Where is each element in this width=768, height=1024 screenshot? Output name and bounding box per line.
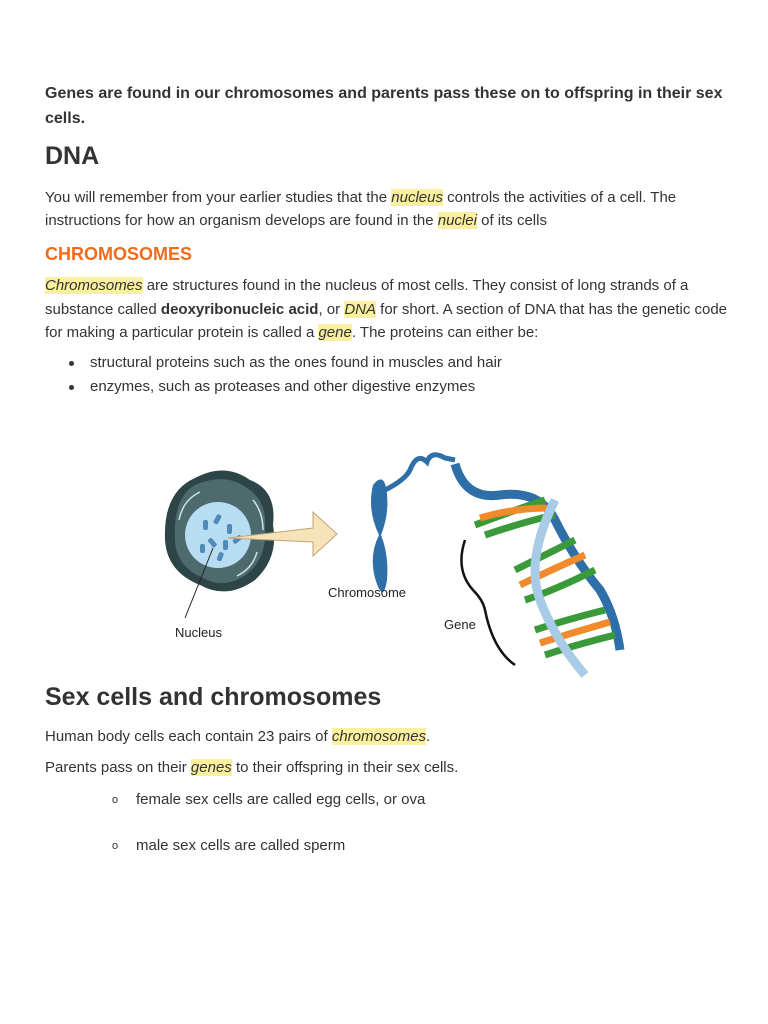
bold-term: deoxyribonucleic acid (160, 300, 319, 318)
list-item-text: enzymes, such as proteases and other dig… (90, 378, 476, 395)
bullet-icon (69, 361, 74, 366)
heading-sex-cells: Sex cells and chromosomes (45, 683, 382, 711)
text: are structures found in the nucleus of m… (45, 277, 689, 318)
dna-paragraph: You will remember from your earlier stud… (45, 186, 735, 232)
cell-illustration (164, 470, 275, 619)
text: Human body cells each contain 23 pairs o… (45, 728, 332, 745)
label-chromosome: Chromosome (328, 585, 406, 600)
list-item: o male sex cells are called sperm (112, 834, 425, 857)
list-item: o female sex cells are called egg cells, … (112, 788, 425, 811)
list-item: enzymes, such as proteases and other dig… (67, 375, 757, 399)
chromosomes-paragraph: Chromosomes are structures found in the … (45, 274, 735, 345)
arrow-icon (227, 510, 338, 558)
heading-chromosomes: CHROMOSOMES (45, 244, 193, 264)
dna-diagram: Nucleus Chromosome Gene (164, 452, 625, 678)
label-gene: Gene (444, 617, 476, 632)
circle-bullet-icon: o (112, 840, 119, 852)
list-item-text: male sex cells are called sperm (136, 837, 346, 854)
highlight-nuclei: nuclei (437, 212, 477, 229)
list-item-text: structural proteins such as the ones fou… (90, 354, 502, 371)
lead-sentence: Genes are found in our chromosomes and p… (45, 85, 723, 127)
text: . The proteins can either be: (351, 324, 539, 341)
list-item-text: female sex cells are called egg cells, o… (136, 791, 426, 808)
text: Parents pass on their (45, 759, 191, 776)
text: . (426, 728, 431, 745)
sex-paragraph-1: Human body cells each contain 23 pairs o… (45, 725, 735, 748)
text: controls the activities of a cell. The i… (45, 189, 677, 229)
protein-list: structural proteins such as the ones fou… (67, 351, 757, 399)
highlight-nucleus: nucleus (391, 189, 443, 206)
text: of its cells (476, 212, 547, 229)
highlight-dna: DNA (344, 300, 376, 318)
dna-helix-illustration (450, 462, 625, 678)
text: for short. A section of DNA that has the… (45, 300, 728, 342)
highlight-genes: genes (190, 759, 232, 776)
sex-paragraph-2: Parents pass on their genes to their off… (45, 756, 735, 779)
label-nucleus: Nucleus (175, 625, 222, 640)
text: to their offspring in their sex cells. (231, 759, 459, 776)
chromosome-illustration (371, 452, 456, 593)
highlight-chromosomes: Chromosomes (45, 277, 143, 294)
sex-cells-list: o female sex cells are called egg cells, … (112, 788, 425, 857)
circle-bullet-icon: o (112, 794, 119, 806)
highlight-gene: gene (318, 324, 352, 341)
bullet-icon (69, 385, 74, 390)
list-item: structural proteins such as the ones fou… (67, 351, 757, 375)
highlight-chromosomes: chromosomes (331, 728, 427, 745)
text: You will remember from your earlier stud… (45, 189, 392, 206)
text: , or (318, 300, 345, 318)
heading-dna: DNA (45, 142, 100, 170)
